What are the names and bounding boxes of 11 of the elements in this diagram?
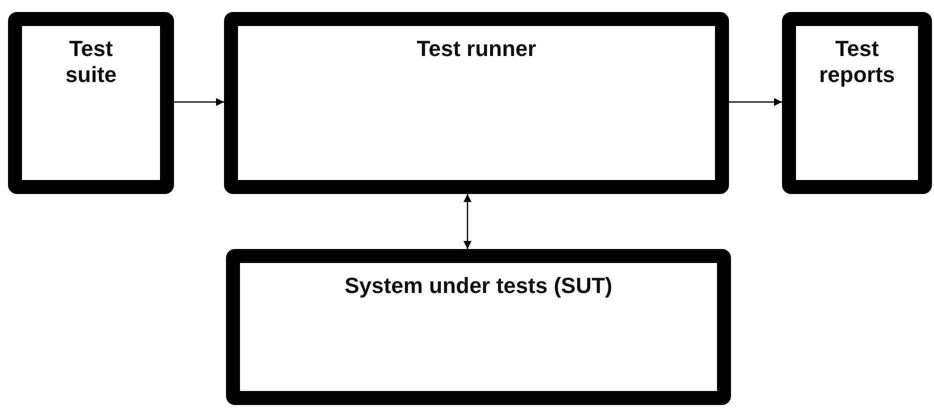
process-box xyxy=(224,12,729,194)
box-label: Test suite xyxy=(64,36,118,88)
arrow xyxy=(464,194,472,249)
process-box xyxy=(782,12,932,194)
process-box xyxy=(226,249,731,405)
arrow xyxy=(729,98,782,106)
box-label: Test reports xyxy=(818,36,896,88)
arrow xyxy=(174,98,224,106)
process-box xyxy=(8,12,174,194)
box-label: Test runner xyxy=(416,36,536,62)
box-label: System under tests (SUT) xyxy=(344,273,612,299)
